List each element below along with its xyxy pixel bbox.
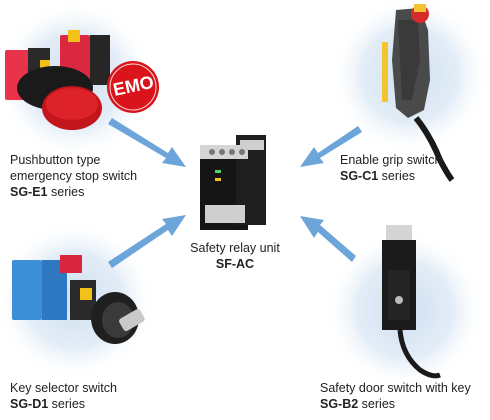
caption-line: Enable grip switch — [340, 153, 442, 167]
series-code: SG-E1 — [10, 185, 48, 199]
series-label: SG-D1 series — [10, 396, 117, 412]
series-code: SF-AC — [215, 257, 255, 271]
series-label: SG-E1 series — [10, 184, 137, 200]
caption-door-switch: Safety door switch with key SG-B2 series — [320, 380, 471, 412]
emergency-stop-switch-image — [5, 30, 159, 130]
series-label: SF-AC — [180, 256, 290, 272]
caption-line: Pushbutton type — [10, 153, 101, 167]
caption-safety-relay: Safety relay unit SF-AC — [180, 240, 290, 272]
safety-relay-unit-image — [200, 135, 266, 230]
caption-line: Safety relay unit — [190, 241, 280, 255]
series-suffix: series — [378, 169, 416, 183]
arrow-top-right — [300, 126, 362, 167]
caption-line: emergency stop switch — [10, 169, 138, 183]
series-suffix: series — [48, 397, 86, 411]
caption-key-selector: Key selector switch SG-D1 series — [10, 380, 117, 412]
series-code: SG-B2 — [320, 397, 359, 411]
caption-line: Safety door switch with key — [320, 381, 471, 395]
key-selector-switch-image — [12, 255, 145, 344]
caption-enable-grip: Enable grip switch SG-C1 series — [340, 152, 441, 184]
arrow-bottom-left — [108, 215, 186, 268]
arrow-bottom-right — [300, 216, 356, 262]
enable-grip-switch-image — [382, 4, 455, 182]
arrow-top-left — [108, 118, 186, 167]
series-code: SG-C1 — [340, 169, 379, 183]
series-code: SG-D1 — [10, 397, 49, 411]
caption-line: Key selector switch — [10, 381, 117, 395]
series-label: SG-C1 series — [340, 168, 441, 184]
caption-pushbutton: Pushbutton type emergency stop switch SG… — [10, 152, 137, 200]
series-suffix: series — [47, 185, 85, 199]
series-suffix: series — [358, 397, 396, 411]
series-label: SG-B2 series — [320, 396, 471, 412]
safety-door-switch-image — [382, 225, 441, 379]
